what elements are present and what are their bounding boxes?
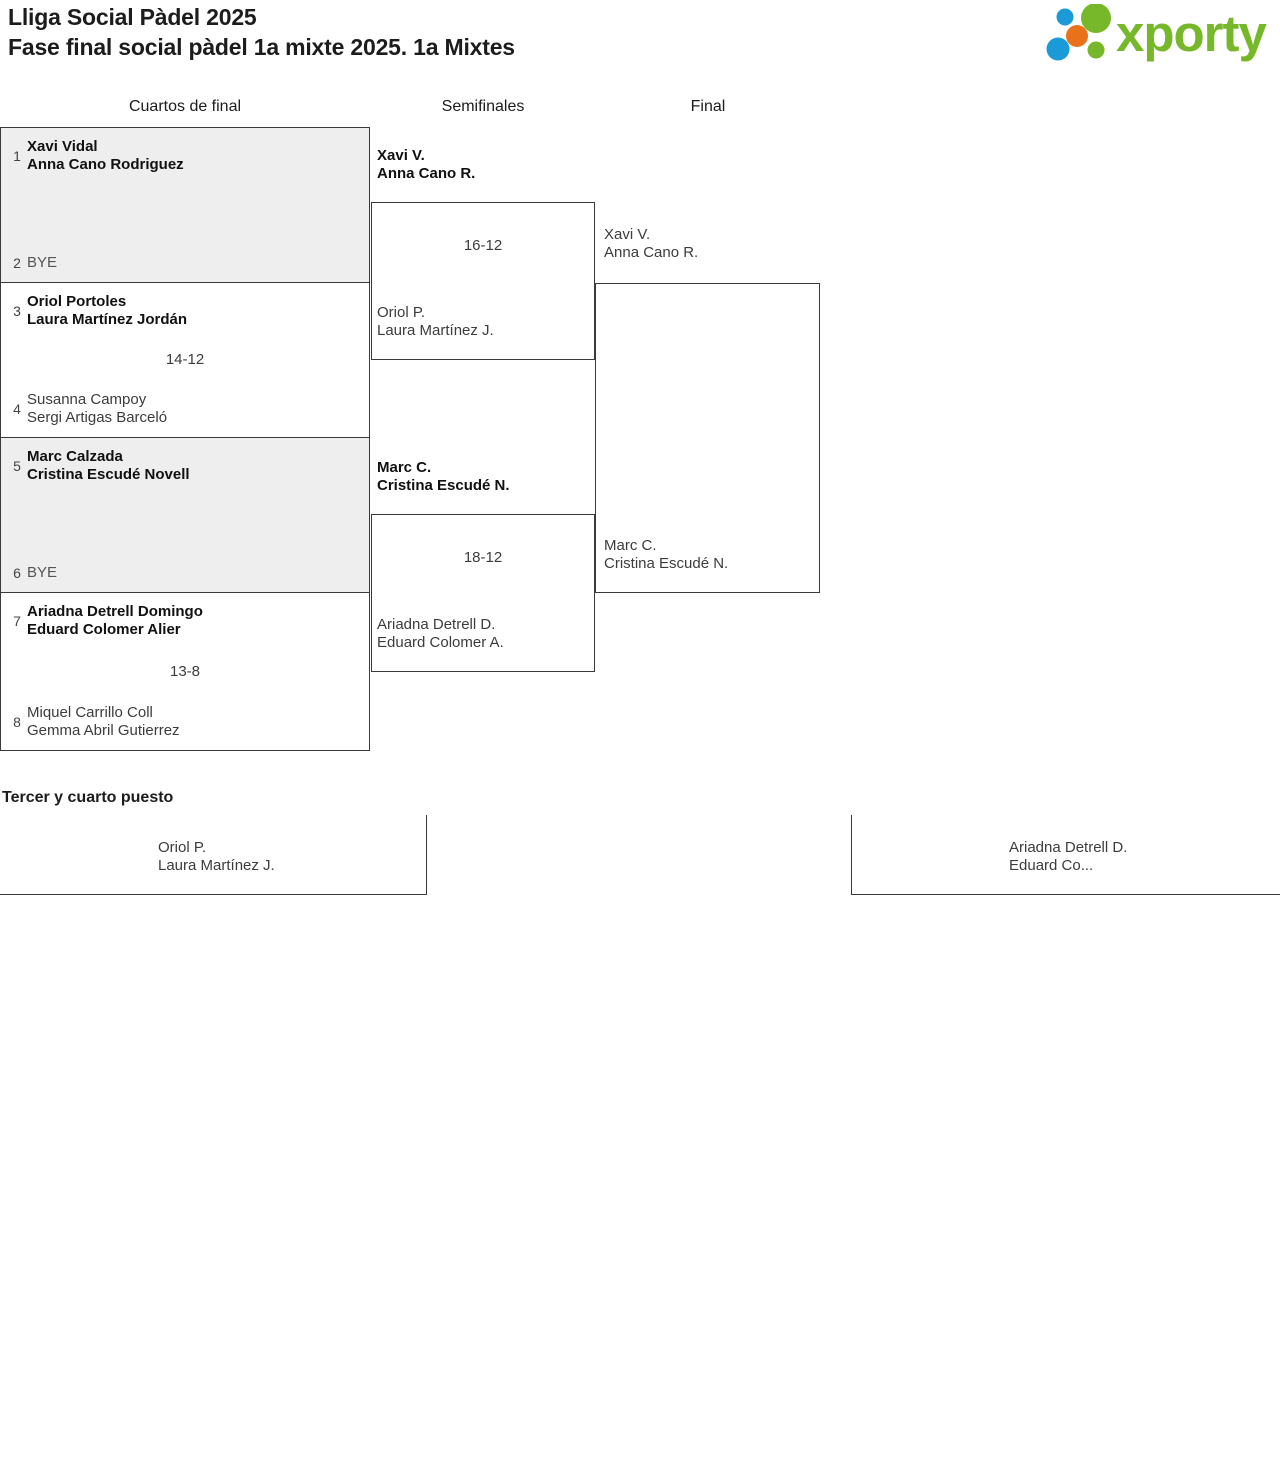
semifinal-1-participant-bottom[interactable]: Oriol P. Laura Martínez J. <box>377 304 607 340</box>
participant-names: Miquel Carrillo Coll Gemma Abril Gutierr… <box>27 704 180 740</box>
match-quarterfinal-4[interactable]: 7 Ariadna Detrell Domingo Eduard Colomer… <box>0 592 370 751</box>
participant-names: Susanna Campoy Sergi Artigas Barceló <box>27 391 167 427</box>
match-score: 16-12 <box>463 237 503 254</box>
player-name-2: Eduard Co... <box>1009 857 1094 874</box>
third-place-participant-right: Ariadna Detrell D. Eduard Co... <box>1009 839 1127 875</box>
match-semifinal-2[interactable]: 18-12 <box>371 514 595 672</box>
tournament-phase: Fase final social pàdel 1a mixte 2025. 1… <box>8 34 515 60</box>
player-name-2: Gemma Abril Gutierrez <box>27 722 180 739</box>
match-quarterfinal-1[interactable]: 1 Xavi Vidal Anna Cano Rodriguez 2 BYE <box>0 127 370 282</box>
semifinal-2-participant-bottom[interactable]: Ariadna Detrell D. Eduard Colomer A. <box>377 616 607 652</box>
logo-wordmark: xporty <box>1116 5 1268 62</box>
match-score: 14-12 <box>165 351 205 368</box>
match-participant-bottom[interactable]: 8 Miquel Carrillo Coll Gemma Abril Gutie… <box>7 704 363 740</box>
participant-names: BYE <box>27 254 57 272</box>
match-quarterfinal-2[interactable]: 3 Oriol Portoles Laura Martínez Jordán 1… <box>0 282 370 437</box>
player-name-2: Laura Martínez J. <box>377 322 494 339</box>
logo-dot-green-large <box>1081 3 1111 33</box>
participant-names: BYE <box>27 564 57 582</box>
seed-number: 5 <box>13 458 21 474</box>
seed-number: 2 <box>13 255 21 271</box>
player-name-1: Marc C. <box>377 459 432 476</box>
player-name-1: Oriol P. <box>158 839 207 856</box>
match-quarterfinal-3[interactable]: 5 Marc Calzada Cristina Escudé Novell 6 … <box>0 437 370 592</box>
xporty-logo: xporty <box>1044 3 1276 62</box>
player-name-1: Miquel Carrillo Coll <box>27 704 153 721</box>
match-participant-top[interactable]: 7 Ariadna Detrell Domingo Eduard Colomer… <box>7 603 363 639</box>
match-participant-top[interactable]: 1 Xavi Vidal Anna Cano Rodriguez <box>7 138 363 174</box>
semifinal-1-participant-top[interactable]: Xavi V. Anna Cano R. <box>377 147 607 183</box>
match-participant-top[interactable]: 5 Marc Calzada Cristina Escudé Novell <box>7 448 363 484</box>
participant-names: Ariadna Detrell Domingo Eduard Colomer A… <box>27 603 203 639</box>
match-participant-top[interactable]: 3 Oriol Portoles Laura Martínez Jordán <box>7 293 363 329</box>
player-name-2: Laura Martínez Jordán <box>27 311 188 328</box>
player-name-2: Cristina Escudé N. <box>604 555 729 572</box>
seed-number: 3 <box>13 303 21 319</box>
player-name-2: Anna Cano R. <box>377 165 476 182</box>
page-title: Lliga Social Pàdel 2025 Fase final socia… <box>8 2 908 62</box>
round-header-final: Final <box>690 98 726 115</box>
match-semifinal-1[interactable]: 16-12 <box>371 202 595 360</box>
third-place-match-left[interactable]: Oriol P. Laura Martínez J. <box>0 815 427 895</box>
match-participant-bottom[interactable]: 2 BYE <box>7 254 363 272</box>
player-name-1: Oriol P. <box>377 304 426 321</box>
logo-dot-green-small <box>1087 41 1105 59</box>
match-final[interactable] <box>595 283 820 593</box>
semifinal-2-participant-top[interactable]: Marc C. Cristina Escudé N. <box>377 459 607 495</box>
player-name-2: Anna Cano Rodriguez <box>27 156 184 173</box>
seed-number: 1 <box>13 148 21 164</box>
player-name-1: Xavi V. <box>604 226 651 243</box>
player-name-1: Marc Calzada <box>27 448 123 465</box>
player-name-1: Oriol Portoles <box>27 293 127 310</box>
player-name-1: Xavi Vidal <box>27 138 98 155</box>
player-name-1: Xavi V. <box>377 147 425 164</box>
player-name-2: Sergi Artigas Barceló <box>27 409 168 426</box>
player-name-1: BYE <box>27 254 58 271</box>
player-name-1: Ariadna Detrell Domingo <box>27 603 203 620</box>
third-place-participant-left: Oriol P. Laura Martínez J. <box>158 839 275 875</box>
round-header-semifinals: Semifinales <box>441 98 525 115</box>
player-name-2: Anna Cano R. <box>604 244 699 261</box>
round-header-quarterfinals: Cuartos de final <box>128 98 242 115</box>
participant-names: Marc Calzada Cristina Escudé Novell <box>27 448 190 484</box>
player-name-1: BYE <box>27 564 58 581</box>
match-score: 13-8 <box>169 662 201 680</box>
third-place-match-right[interactable]: Ariadna Detrell D. Eduard Co... <box>851 815 1280 895</box>
match-participant-bottom[interactable]: 4 Susanna Campoy Sergi Artigas Barceló <box>7 391 363 427</box>
logo-dot-blue-bottom <box>1046 37 1070 61</box>
logo-dot-blue-top <box>1056 8 1074 26</box>
player-name-1: Susanna Campoy <box>27 391 147 408</box>
participant-names: Oriol Portoles Laura Martínez Jordán <box>27 293 187 329</box>
player-name-2: Cristina Escudé Novell <box>27 466 190 483</box>
seed-number: 6 <box>13 565 21 581</box>
player-name-2: Cristina Escudé N. <box>377 477 510 494</box>
player-name-1: Ariadna Detrell D. <box>377 616 496 633</box>
participant-names: Xavi Vidal Anna Cano Rodriguez <box>27 138 184 174</box>
player-name-2: Eduard Colomer Alier <box>27 621 181 638</box>
seed-number: 4 <box>13 401 21 417</box>
final-participant-top[interactable]: Xavi V. Anna Cano R. <box>604 226 844 262</box>
player-name-2: Eduard Colomer A. <box>377 634 504 651</box>
logo-dot-orange <box>1066 25 1088 47</box>
final-participant-bottom[interactable]: Marc C. Cristina Escudé N. <box>604 537 844 573</box>
player-name-1: Ariadna Detrell D. <box>1009 839 1128 856</box>
seed-number: 7 <box>13 613 21 629</box>
player-name-1: Marc C. <box>604 537 657 554</box>
match-participant-bottom[interactable]: 6 BYE <box>7 564 363 582</box>
match-score: 18-12 <box>463 549 503 566</box>
third-place-title: Tercer y cuarto puesto <box>2 789 174 806</box>
seed-number: 8 <box>13 714 21 730</box>
player-name-2: Laura Martínez J. <box>158 857 275 874</box>
tournament-name: Lliga Social Pàdel 2025 <box>8 4 257 30</box>
